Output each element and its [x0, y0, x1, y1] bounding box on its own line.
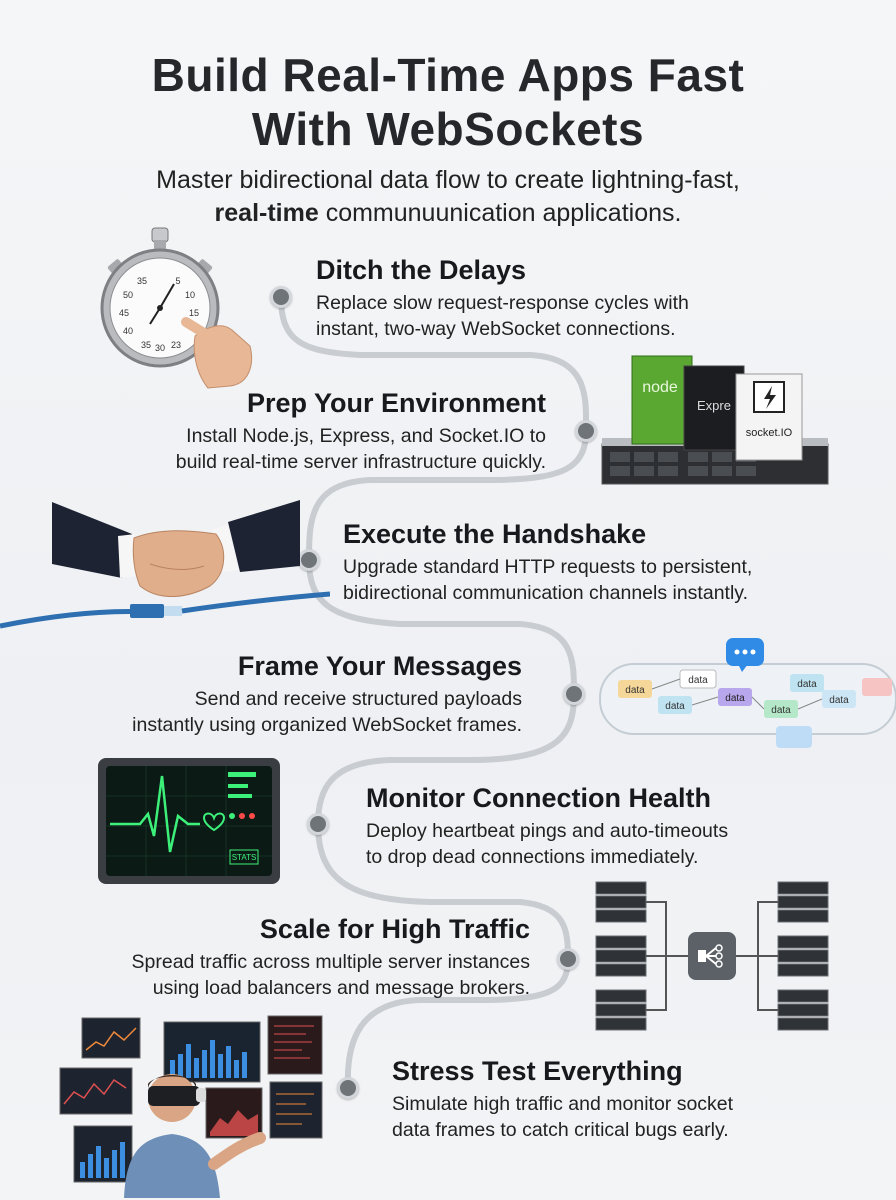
step-3-title: Execute the Handshake [343, 519, 647, 549]
heartbeat-monitor-icon: STATS [98, 758, 280, 884]
subtitle-rest: communuunication applications. [318, 199, 682, 227]
stopwatch-num-7: 40 [123, 326, 133, 336]
server-cluster-icon [595, 881, 829, 1031]
monitor-badge: STATS [232, 853, 257, 862]
box-node-label: node [642, 379, 678, 396]
step-5-line-1: Deploy heartbeat pings and auto-timeouts [366, 820, 729, 842]
step-6-line-1: Spread traffic across multiple server in… [131, 951, 530, 973]
vr-analyst-icon [59, 1015, 323, 1198]
box-express-label: Expre [697, 398, 731, 413]
step-6-title: Scale for High Traffic [259, 914, 530, 944]
subtitle-line-1: Master bidirectional data flow to create… [156, 166, 740, 194]
step-2-title: Prep Your Environment [246, 388, 546, 418]
step-7: Stress Test Everything Simulate high tra… [392, 1055, 832, 1143]
timeline-dot-5 [307, 813, 329, 835]
frame-label-5: data [771, 705, 791, 716]
subtitle-bold: real-time [214, 199, 319, 227]
message-tube-icon: data data data data data data data [599, 638, 896, 748]
frame-label-3: data [688, 675, 708, 686]
subtitle: Master bidirectional data flow to create… [0, 164, 896, 230]
stopwatch-num-4: 10 [185, 290, 195, 300]
frame-label-4: data [725, 693, 745, 704]
timeline-dot-4 [563, 683, 585, 705]
software-boxes-icon: node Expre socket.IO [601, 355, 829, 485]
step-1-line-1: Replace slow request-response cycles wit… [316, 292, 689, 314]
step-3-line-2: bidirectional communication channels ins… [343, 582, 749, 604]
stopwatch-num-2: 5 [175, 276, 180, 286]
stopwatch-num-6: 15 [189, 308, 199, 318]
title-line-1: Build Real-Time Apps Fast [151, 49, 745, 101]
stopwatch-icon: 35 5 50 10 45 15 40 35 30 23 [100, 227, 253, 389]
step-1-line-2: instant, two-way WebSocket connections. [316, 318, 676, 340]
step-6-line-2: using load balancers and message brokers… [152, 977, 530, 999]
frame-label-1: data [625, 685, 645, 696]
stopwatch-num-8: 35 [141, 340, 151, 350]
timeline-dot-6 [557, 948, 579, 970]
stopwatch-num-3: 50 [123, 290, 133, 300]
stopwatch-num-10: 23 [171, 340, 181, 350]
step-2-line-2: build real-time server infrastructure qu… [175, 451, 546, 473]
timeline-dot-1 [270, 286, 292, 308]
step-4-line-2: instantly using organized WebSocket fram… [132, 714, 522, 736]
step-1-title: Ditch the Delays [316, 255, 527, 285]
stopwatch-num-5: 45 [119, 308, 129, 318]
step-4-title: Frame Your Messages [237, 651, 522, 681]
step-1: Ditch the Delays Replace slow request-re… [316, 254, 786, 342]
step-5-title: Monitor Connection Health [366, 783, 711, 813]
page-title: Build Real-Time Apps Fast With WebSocket… [0, 48, 896, 156]
stopwatch-num-9: 30 [155, 343, 165, 353]
timeline-dot-2 [575, 420, 597, 442]
step-6: Scale for High Traffic Spread traffic ac… [40, 913, 530, 1001]
step-2-line-1: Install Node.js, Express, and Socket.IO … [186, 425, 546, 447]
step-5: Monitor Connection Health Deploy heartbe… [366, 782, 836, 870]
step-7-line-1: Simulate high traffic and monitor socket [392, 1093, 734, 1115]
box-socket-label: socket.IO [746, 427, 793, 439]
frame-label-2: data [665, 701, 685, 712]
stopwatch-num-1: 35 [137, 276, 147, 286]
handshake-icon [0, 500, 330, 629]
frame-label-6: data [797, 679, 817, 690]
timeline-dot-7 [337, 1077, 359, 1099]
step-3-line-1: Upgrade standard HTTP requests to persis… [343, 556, 753, 578]
step-5-line-2: to drop dead connections immediately. [366, 846, 699, 868]
subtitle-line-2: real-time communuunication applications. [0, 197, 896, 230]
step-2: Prep Your Environment Install Node.js, E… [80, 387, 546, 475]
step-7-line-2: data frames to catch critical bugs early… [392, 1119, 729, 1141]
step-4-line-1: Send and receive structured payloads [194, 688, 522, 710]
frame-label-7: data [829, 695, 849, 706]
step-3: Execute the Handshake Upgrade standard H… [343, 518, 843, 606]
title-line-2: With WebSockets [251, 103, 645, 155]
step-4: Frame Your Messages Send and receive str… [60, 650, 522, 738]
step-7-title: Stress Test Everything [392, 1056, 683, 1086]
